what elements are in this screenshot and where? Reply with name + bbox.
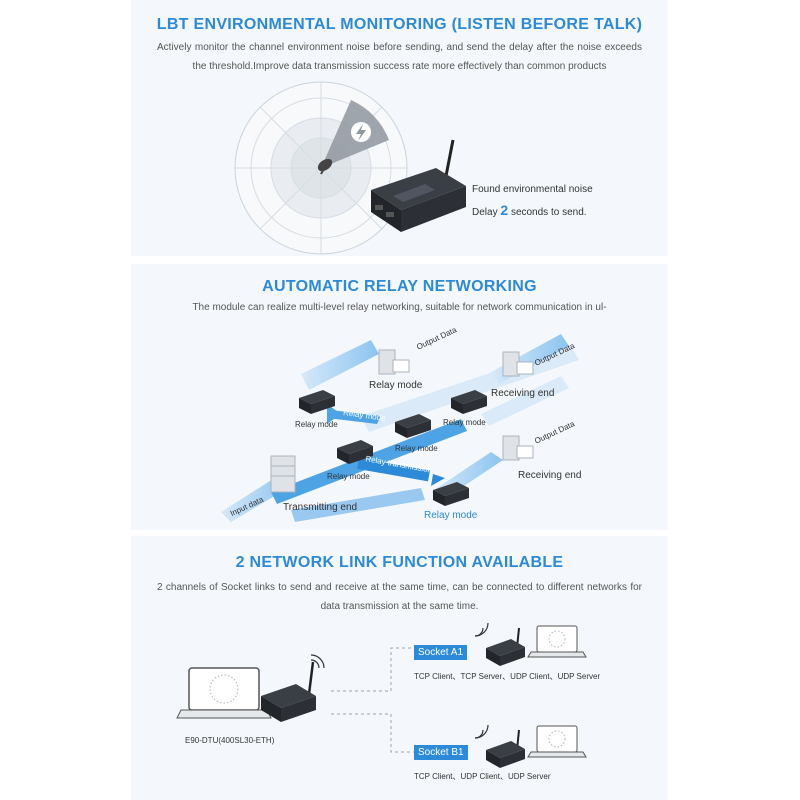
relay-mode-label-blue: Relay mode [424, 510, 478, 521]
wifi-icon-main [310, 654, 325, 669]
socket-a1-tag: Socket A1 [414, 645, 468, 660]
relay-section: AUTOMATIC RELAY NETWORKING The module ca… [131, 264, 668, 530]
transmitting-end-label: Transmitting end [283, 502, 358, 513]
device-label: E90-DTU(400SL30-ETH) [185, 736, 275, 745]
delay-suffix: seconds to send. [510, 207, 587, 218]
laptop-icon-main [176, 667, 272, 719]
noise-label: Found environmental noise [472, 184, 593, 195]
relay-mode-label-top: Relay mode [369, 380, 423, 391]
laptop-icon-a1 [527, 625, 587, 658]
dtu-device-icon-b1 [486, 729, 525, 768]
socket-b1-tag: Socket B1 [414, 745, 468, 760]
wifi-icon-a1 [474, 622, 489, 637]
relay-device-mid [395, 414, 431, 438]
server-icon-receiving-2 [502, 435, 534, 461]
server-icon-output-top [378, 349, 410, 375]
receiving-end-label-1: Receiving end [491, 388, 555, 399]
dtu-device-icon-a1 [486, 627, 525, 666]
dtu-device-icon-main [261, 661, 316, 722]
delay-prefix: Delay [472, 207, 498, 218]
network-diagram [176, 622, 587, 768]
relay-title: AUTOMATIC RELAY NETWORKING [262, 278, 537, 295]
dashed-connectors [331, 647, 421, 753]
relay-device-blue [433, 482, 469, 506]
relay-mode-label-low: Relay mode [327, 472, 370, 481]
network-description: 2 channels of Socket links to send and r… [157, 582, 642, 612]
socket-a1-protocols: TCP Client、TCP Server、UDP Client、UDP Ser… [414, 672, 601, 681]
laptop-icon-b1 [527, 725, 587, 758]
relay-mode-label-right: Relay mode [443, 418, 486, 427]
receiving-end-label-2: Receiving end [518, 470, 582, 481]
dtu-device-icon [371, 139, 466, 232]
socket-b1-protocols: TCP Client、UDP Client、UDP Server [414, 772, 551, 781]
delay-value: 2 [500, 202, 509, 218]
delay-label: Delay 2 seconds to send. [472, 202, 587, 218]
relay-mode-label-left: Relay mode [295, 420, 338, 429]
lbt-description: Actively monitor the channel environment… [157, 42, 642, 72]
relay-description: The module can realize multi-level relay… [192, 302, 607, 313]
radar-illustration [234, 81, 466, 255]
relay-device-low [337, 440, 373, 464]
server-icon-receiving-1 [502, 351, 534, 377]
relay-diagram [221, 334, 579, 522]
network-title: 2 NETWORK LINK FUNCTION AVAILABLE [235, 554, 564, 571]
relay-device-right [451, 390, 487, 414]
relay-device-top-left [299, 390, 335, 414]
satellite-dish-icon [317, 158, 333, 175]
server-icon-transmitting [270, 455, 296, 493]
relay-mode-label-mid: Relay mode [395, 444, 438, 453]
network-section: 2 NETWORK LINK FUNCTION AVAILABLE 2 chan… [131, 536, 668, 800]
relay-blue-path [271, 404, 467, 522]
lbt-title: LBT ENVIRONMENTAL MONITORING (LISTEN BEF… [156, 16, 643, 33]
lightning-icon [351, 122, 371, 142]
lbt-section: LBT ENVIRONMENTAL MONITORING (LISTEN BEF… [131, 0, 668, 256]
wifi-icon-b1 [474, 724, 489, 739]
